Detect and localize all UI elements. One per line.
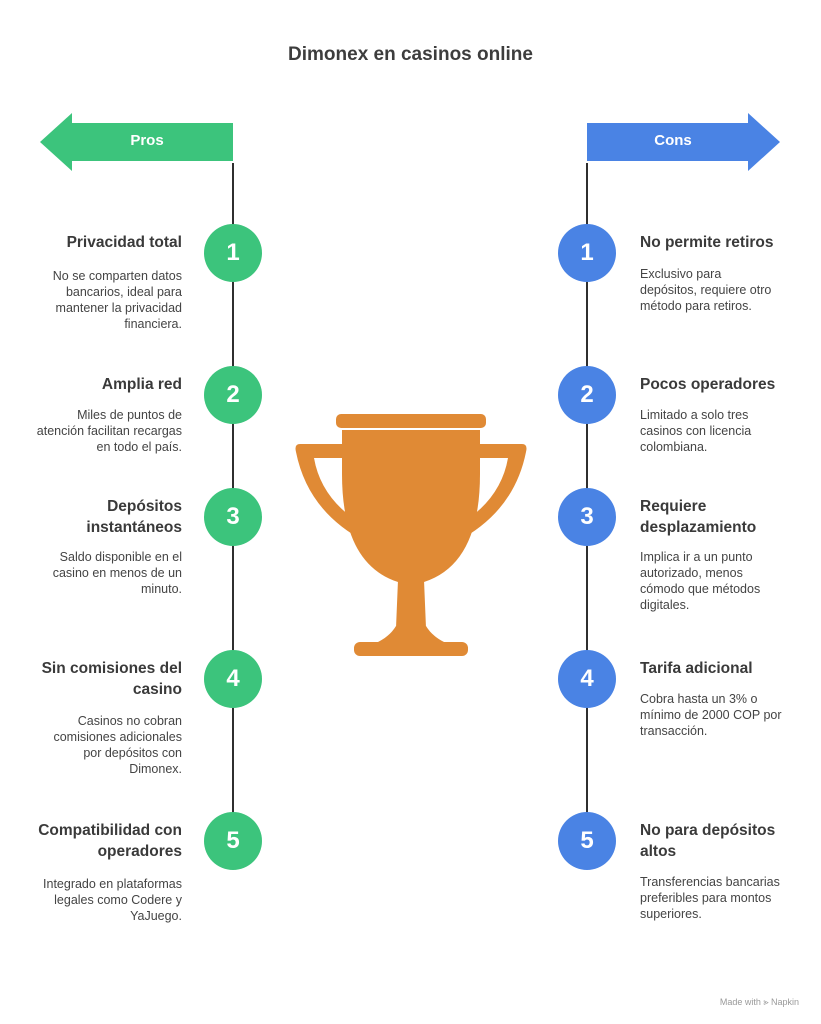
cons-number-badge: 1 [558,224,616,282]
pros-number-badge: 2 [204,366,262,424]
pros-item-title: Depósitos instantáneos [86,498,182,536]
cons-item-description: Limitado a solo tres casinos con licenci… [640,408,752,454]
cons-item-description: Implica ir a un punto autorizado, menos … [640,550,761,612]
pros-arrow [40,113,233,171]
pros-item-description: Miles de puntos de atención facilitan re… [36,408,182,454]
cons-arrow [587,113,780,171]
pros-item-title: Privacidad total [66,234,182,251]
pros-number-badge: 4 [204,650,262,708]
pros-item-title: Sin comisiones del casino [41,660,182,698]
cons-item-title: No para depósitos altos [640,822,776,860]
footer-brand: Napkin [770,997,799,1007]
cons-number-badge: 5 [558,812,616,870]
pros-item-description: Integrado en plataformas legales como Co… [43,877,182,923]
trophy-icon [295,414,527,656]
cons-item-title: Tarifa adicional [640,660,753,677]
cons-number-badge: 4 [558,650,616,708]
cons-item-description: Cobra hasta un 3% o mínimo de 2000 COP p… [640,692,782,738]
napkin-logo-icon: ⪢ [763,997,769,1007]
cons-item-description: Exclusivo para depósitos, requiere otro … [640,267,772,313]
pros-number-badge: 5 [204,812,262,870]
pros-item-title: Compatibilidad con operadores [38,822,182,860]
pros-label: Pros [130,132,164,149]
pros-item-description: Casinos no cobran comisiones adicionales… [53,714,182,776]
cons-item-title: Pocos operadores [640,376,776,393]
pros-item-title: Amplia red [101,376,182,393]
pros-item-description: Saldo disponible en el casino en menos d… [52,550,182,596]
pros-item-description: No se comparten datos bancarios, ideal p… [52,269,182,331]
cons-number-badge: 3 [558,488,616,546]
cons-item-title: No permite retiros [640,234,774,251]
cons-label: Cons [654,132,692,149]
pros-number-badge: 1 [204,224,262,282]
footer-text: Made with [719,997,761,1007]
footer-credit: Made with ⪢ Napkin [720,997,799,1008]
page-title: Dimonex en casinos online [288,44,533,65]
cons-item-title: Requiere desplazamiento [640,498,757,536]
cons-item-description: Transferencias bancarias preferibles par… [640,875,780,921]
pros-number-badge: 3 [204,488,262,546]
cons-number-badge: 2 [558,366,616,424]
